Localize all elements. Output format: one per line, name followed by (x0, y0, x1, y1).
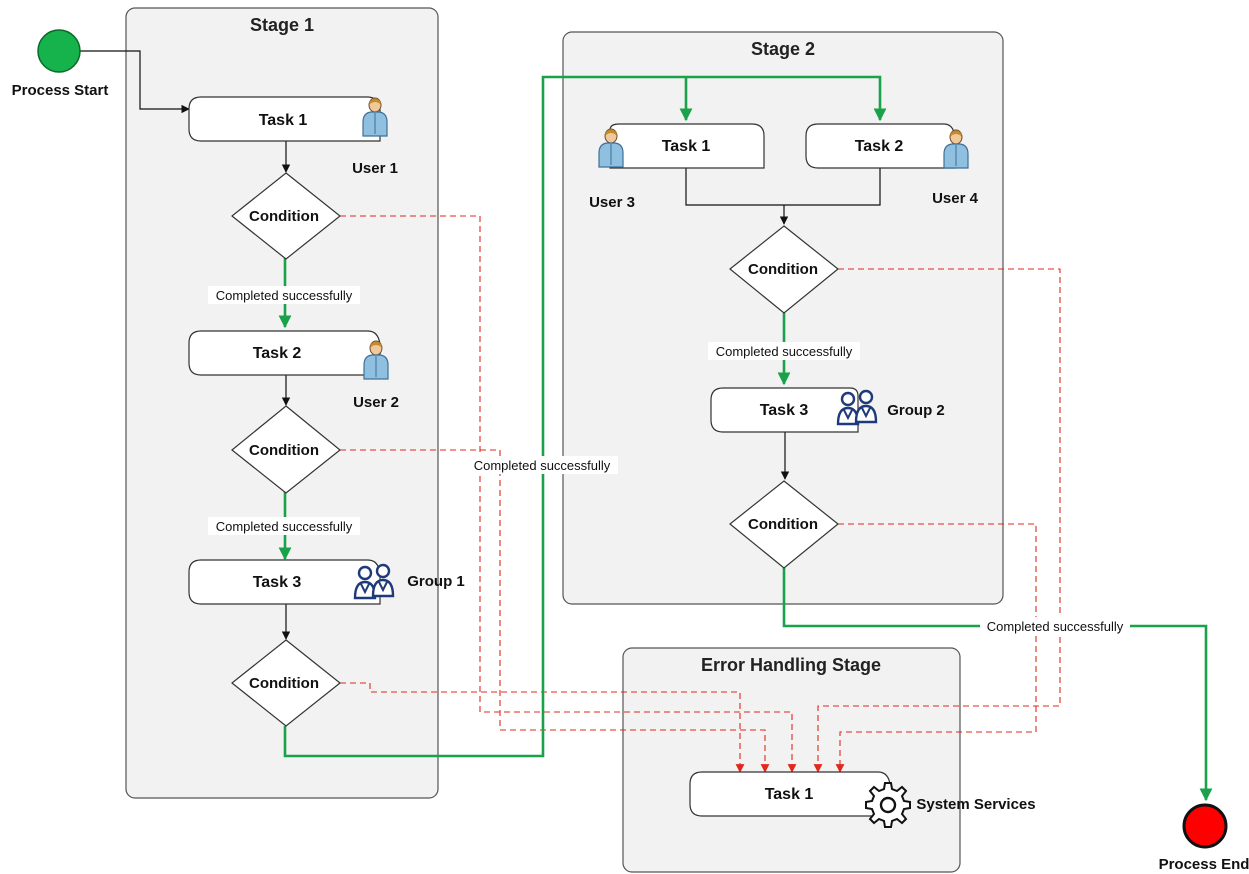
s1-edge-label1: Completed successfully (216, 288, 353, 303)
process-start-label: Process Start (12, 82, 109, 99)
s1-condition2[interactable] (231, 405, 341, 494)
s2-condition1[interactable] (729, 225, 839, 314)
s1-actor-group1: Group 1 (407, 573, 465, 590)
s2-actor-user3: User 3 (589, 194, 635, 211)
s1-edge-label2: Completed successfully (216, 519, 353, 534)
s1-task3-box[interactable] (188, 559, 381, 605)
s2-edge-label1: Completed successfully (716, 344, 853, 359)
s2-condition2[interactable] (729, 480, 839, 569)
process-start-node (37, 29, 81, 73)
s2-task2-label: Task 2 (855, 138, 904, 155)
label-bg (980, 617, 1130, 635)
s1-condition2-label: Condition (249, 442, 319, 459)
error-flow-s1-c2 (340, 449, 770, 773)
s1-condition3-label: Condition (249, 675, 319, 692)
s2-task3-box[interactable] (710, 387, 859, 433)
s2-task3-label: Task 3 (760, 402, 809, 419)
s1-actor-user2: User 2 (353, 394, 399, 411)
flow-s2-join (685, 168, 881, 206)
s2-actor-group2: Group 2 (887, 402, 945, 419)
stage1-to-stage2-label: Completed successfully (474, 458, 611, 473)
stage2-title: Stage 2 (751, 39, 815, 59)
label-bg (708, 342, 860, 360)
error-flow-s2-c2 (835, 523, 1037, 773)
process-end-label: Process End (1159, 856, 1249, 873)
error-actor-system-services: System Services (916, 796, 1035, 813)
s1-task3-label: Task 3 (253, 574, 302, 591)
s2-task1-label: Task 1 (662, 138, 711, 155)
label-bg (208, 286, 360, 304)
gear-icon (865, 782, 911, 828)
s2-condition1-label: Condition (748, 261, 818, 278)
s1-actor-user1: User 1 (352, 160, 398, 177)
stage2-to-end-label: Completed successfully (987, 619, 1124, 634)
s2-task2-box[interactable] (805, 123, 956, 169)
stage1-title: Stage 1 (250, 15, 314, 35)
flow-stage1-to-stage2 (283, 75, 887, 758)
error-flow-s1-c3 (340, 682, 745, 773)
s2-condition2-label: Condition (748, 516, 818, 533)
s1-condition1[interactable] (231, 172, 341, 260)
error-flow-s1-c1 (340, 215, 797, 773)
label-bg (208, 517, 360, 535)
s1-task1-label: Task 1 (259, 112, 308, 129)
error-stage-title: Error Handling Stage (701, 655, 881, 675)
s1-task2-box[interactable] (188, 330, 381, 376)
error-task1-label: Task 1 (765, 786, 814, 803)
process-end-node (1182, 803, 1228, 849)
s1-condition1-label: Condition (249, 208, 319, 225)
s2-actor-user4: User 4 (932, 190, 979, 207)
s2-task1-box[interactable] (609, 123, 765, 169)
error-task1-box[interactable] (689, 771, 891, 817)
flow-start-to-task1 (80, 50, 190, 114)
error-flow-s2-c1 (813, 268, 1061, 773)
label-bg (466, 456, 618, 474)
s1-task2-label: Task 2 (253, 345, 302, 362)
s1-condition3[interactable] (231, 639, 341, 727)
